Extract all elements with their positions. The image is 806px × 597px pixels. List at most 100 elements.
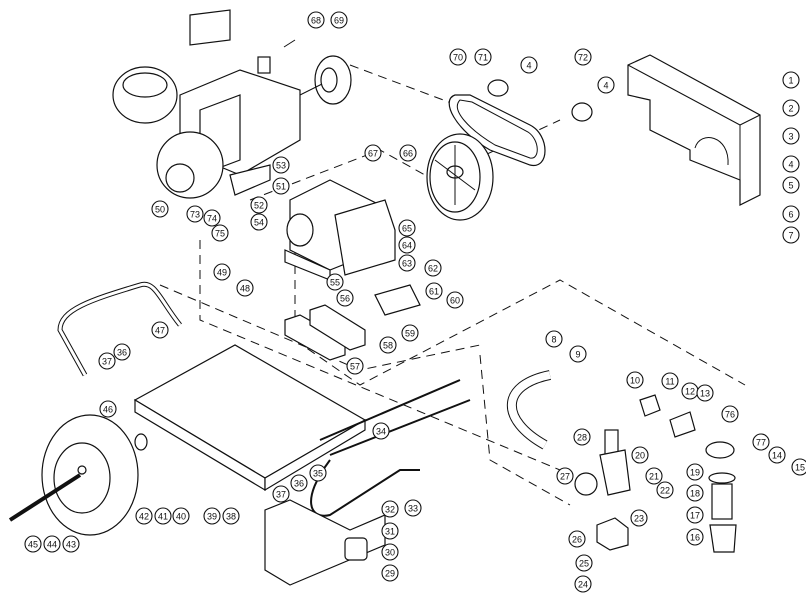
- callout-number: 71: [478, 53, 488, 63]
- v-belt: [448, 94, 546, 166]
- callout-circle: [782, 226, 800, 244]
- callout-circle: [520, 56, 538, 74]
- callout-number: 42: [139, 512, 149, 522]
- callout-circle: [336, 289, 354, 307]
- callout-circle: [307, 11, 325, 29]
- callout-number: 38: [226, 512, 236, 522]
- callout-circle: [752, 433, 770, 451]
- callout-number: 4: [526, 61, 531, 71]
- callout-circle: [446, 291, 464, 309]
- callout-number: 52: [254, 201, 264, 211]
- bracket-57b: [309, 304, 366, 351]
- callout-number: 20: [635, 451, 645, 461]
- callout-number: 19: [690, 468, 700, 478]
- callout-53: 53: [272, 156, 290, 174]
- callout-number: 77: [756, 438, 766, 448]
- callout-number: 54: [254, 218, 264, 228]
- callout-circle: [135, 507, 153, 525]
- callout-circle: [574, 575, 592, 593]
- callout-44: 44: [43, 535, 61, 553]
- callout-circle: [250, 213, 268, 231]
- callout-circle: [399, 144, 417, 162]
- callout-circle: [782, 176, 800, 194]
- callout-52: 52: [250, 196, 268, 214]
- callout-number: 59: [405, 329, 415, 339]
- bracket-57: [284, 314, 346, 361]
- callout-number: 2: [788, 104, 793, 114]
- callout-number: 1: [788, 76, 793, 86]
- callout-63: 63: [398, 254, 416, 272]
- callout-circle: [686, 463, 704, 481]
- callout-number: 9: [575, 350, 580, 360]
- callout-circle: [630, 509, 648, 527]
- callout-59: 59: [401, 324, 419, 342]
- callout-circle: [661, 372, 679, 390]
- callout-circle: [449, 48, 467, 66]
- callout-circle: [575, 554, 593, 572]
- callout-number: 44: [47, 540, 57, 550]
- callout-circle: [626, 371, 644, 389]
- callout-number: 67: [368, 149, 378, 159]
- callout-30: 30: [381, 543, 399, 561]
- callout-4: 4: [782, 155, 800, 173]
- callout-circle: [569, 345, 587, 363]
- callout-number: 28: [577, 433, 587, 443]
- callout-number: 13: [700, 389, 710, 399]
- key-68: [283, 39, 296, 48]
- callout-66: 66: [399, 144, 417, 162]
- callout-7: 7: [782, 226, 800, 244]
- callout-circle: [222, 507, 240, 525]
- tee-12: [669, 411, 696, 438]
- callout-circle: [381, 522, 399, 540]
- engine-pulley: [299, 55, 352, 105]
- callout-circle: [782, 127, 800, 145]
- callout-20: 20: [631, 446, 649, 464]
- callout-28: 28: [573, 428, 591, 446]
- callout-64: 64: [398, 236, 416, 254]
- callout-24: 24: [574, 575, 592, 593]
- callout-number: 15: [795, 463, 805, 473]
- callout-70: 70: [449, 48, 467, 66]
- callout-43: 43: [62, 535, 80, 553]
- callout-9: 9: [569, 345, 587, 363]
- callout-number: 27: [560, 472, 570, 482]
- pump-pulley: [426, 133, 494, 221]
- callout-number: 66: [403, 149, 413, 159]
- callout-65: 65: [398, 219, 416, 237]
- callout-circle: [379, 336, 397, 354]
- callout-57: 57: [346, 357, 364, 375]
- callout-circle: [782, 205, 800, 223]
- callout-34: 34: [372, 422, 390, 440]
- callout-17: 17: [686, 506, 704, 524]
- axle-44: [8, 473, 82, 522]
- callout-62: 62: [424, 259, 442, 277]
- callout-48: 48: [236, 279, 254, 297]
- callout-number: 12: [685, 387, 695, 397]
- callout-number: 31: [385, 527, 395, 537]
- callout-number: 50: [155, 205, 165, 215]
- callout-number: 41: [158, 512, 168, 522]
- callout-number: 4: [788, 160, 793, 170]
- callout-number: 16: [690, 533, 700, 543]
- callout-number: 58: [383, 341, 393, 351]
- callout-circle: [568, 530, 586, 548]
- callout-number: 53: [276, 161, 286, 171]
- callout-number: 47: [155, 326, 165, 336]
- bumper-30: [344, 537, 368, 561]
- callout-12: 12: [681, 382, 699, 400]
- callout-number: 33: [408, 504, 418, 514]
- callout-45: 45: [24, 535, 42, 553]
- callout-circle: [401, 324, 419, 342]
- callout-circle: [686, 506, 704, 524]
- callout-number: 63: [402, 259, 412, 269]
- callout-circle: [381, 500, 399, 518]
- callout-number: 70: [453, 53, 463, 63]
- callout-circle: [474, 48, 492, 66]
- callout-number: 57: [350, 362, 360, 372]
- callout-42: 42: [135, 507, 153, 525]
- callout-74: 74: [203, 209, 221, 227]
- callout-number: 37: [276, 490, 286, 500]
- callout-number: 5: [788, 181, 793, 191]
- washer-42: [134, 433, 148, 451]
- callout-6: 6: [782, 205, 800, 223]
